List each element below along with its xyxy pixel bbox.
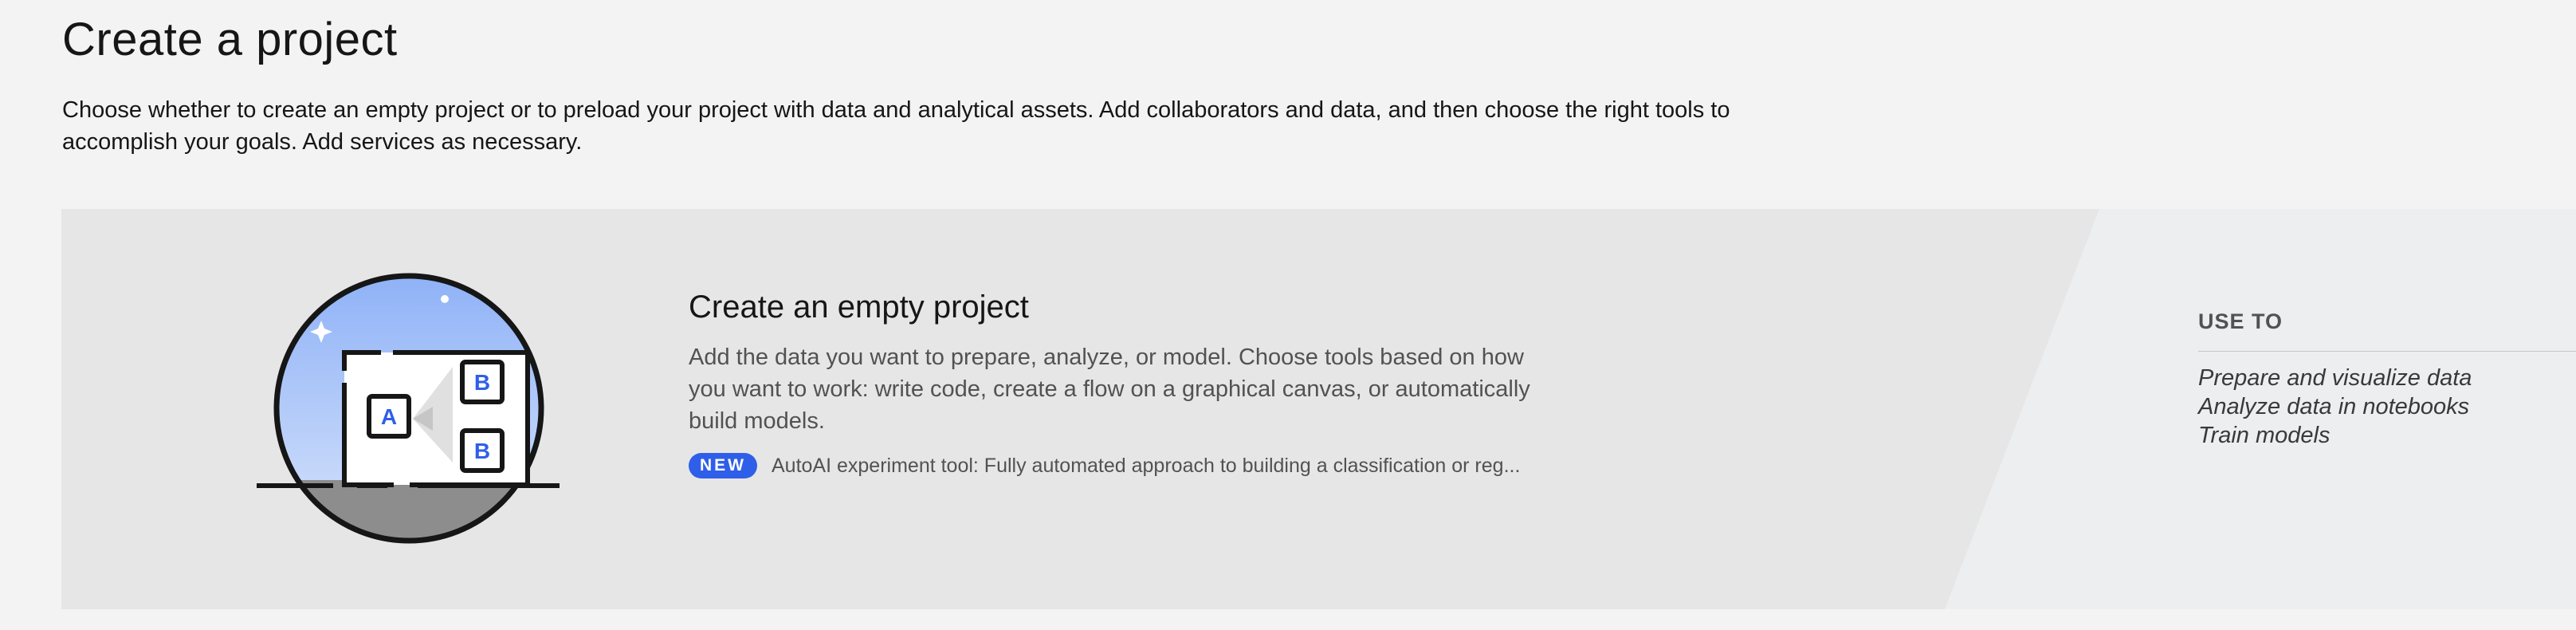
tile-description: Add the data you want to prepare, analyz… xyxy=(689,345,1530,434)
empty-project-illustration: A B B xyxy=(257,273,560,544)
illustration-label-b1: B xyxy=(474,370,490,395)
use-to-item: Prepare and visualize data xyxy=(2198,365,2472,391)
use-to-divider xyxy=(2198,351,2576,352)
tile-title: Create an empty project xyxy=(689,289,1029,325)
use-to-item: Analyze data in notebooks xyxy=(2198,394,2470,419)
page-title: Create a project xyxy=(62,14,398,65)
use-to-item: Train models xyxy=(2198,423,2331,448)
new-feature-row: NEW AutoAI experiment tool: Fully automa… xyxy=(689,451,1520,480)
create-empty-project-tile[interactable]: A B B Create an empty project Add the da… xyxy=(61,209,2576,609)
use-to-list: Prepare and visualize data Analyze data … xyxy=(2198,364,2472,450)
illustration-label-b2: B xyxy=(474,439,490,463)
illustration-label-a: A xyxy=(381,404,397,429)
new-badge: NEW xyxy=(689,453,757,478)
use-to-heading: USE TO xyxy=(2198,309,2283,333)
page-description: Choose whether to create an empty projec… xyxy=(62,97,1730,155)
new-feature-text: AutoAI experiment tool: Fully automated … xyxy=(772,454,1521,477)
